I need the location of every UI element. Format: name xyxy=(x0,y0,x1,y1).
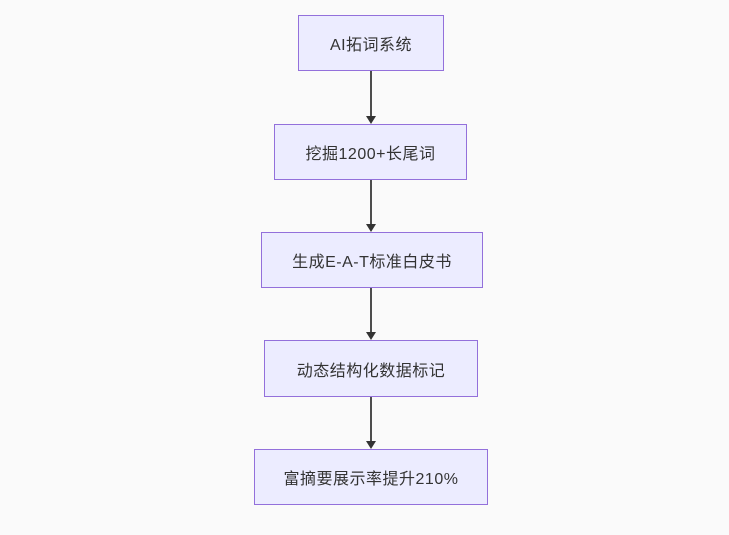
flow-node-ai-word-expansion: AI拓词系统 xyxy=(298,15,444,71)
arrow-down-icon xyxy=(366,116,376,124)
flow-edge-2 xyxy=(361,180,381,232)
flow-node-label: 挖掘1200+长尾词 xyxy=(305,146,436,163)
flow-node-eat-whitepaper: 生成E-A-T标准白皮书 xyxy=(261,232,483,288)
arrow-down-icon xyxy=(366,332,376,340)
flow-node-label: 动态结构化数据标记 xyxy=(296,362,446,380)
flow-node-rich-snippet-result: 富摘要展示率提升210% xyxy=(254,449,488,505)
flow-edge-4 xyxy=(361,397,381,449)
flow-node-label: 生成E-A-T标准白皮书 xyxy=(292,254,452,271)
flow-edge-1 xyxy=(361,71,381,124)
edge-line xyxy=(370,397,372,443)
flow-edge-3 xyxy=(361,288,381,340)
arrow-down-icon xyxy=(366,224,376,232)
flow-node-label: 富摘要展示率提升210% xyxy=(283,471,459,488)
flow-node-structured-data: 动态结构化数据标记 xyxy=(264,340,478,397)
flow-node-label: AI拓词系统 xyxy=(329,37,413,54)
edge-line xyxy=(370,71,372,118)
edge-line xyxy=(370,288,372,334)
arrow-down-icon xyxy=(366,441,376,449)
flow-node-longtail-mining: 挖掘1200+长尾词 xyxy=(274,124,467,180)
edge-line xyxy=(370,180,372,226)
